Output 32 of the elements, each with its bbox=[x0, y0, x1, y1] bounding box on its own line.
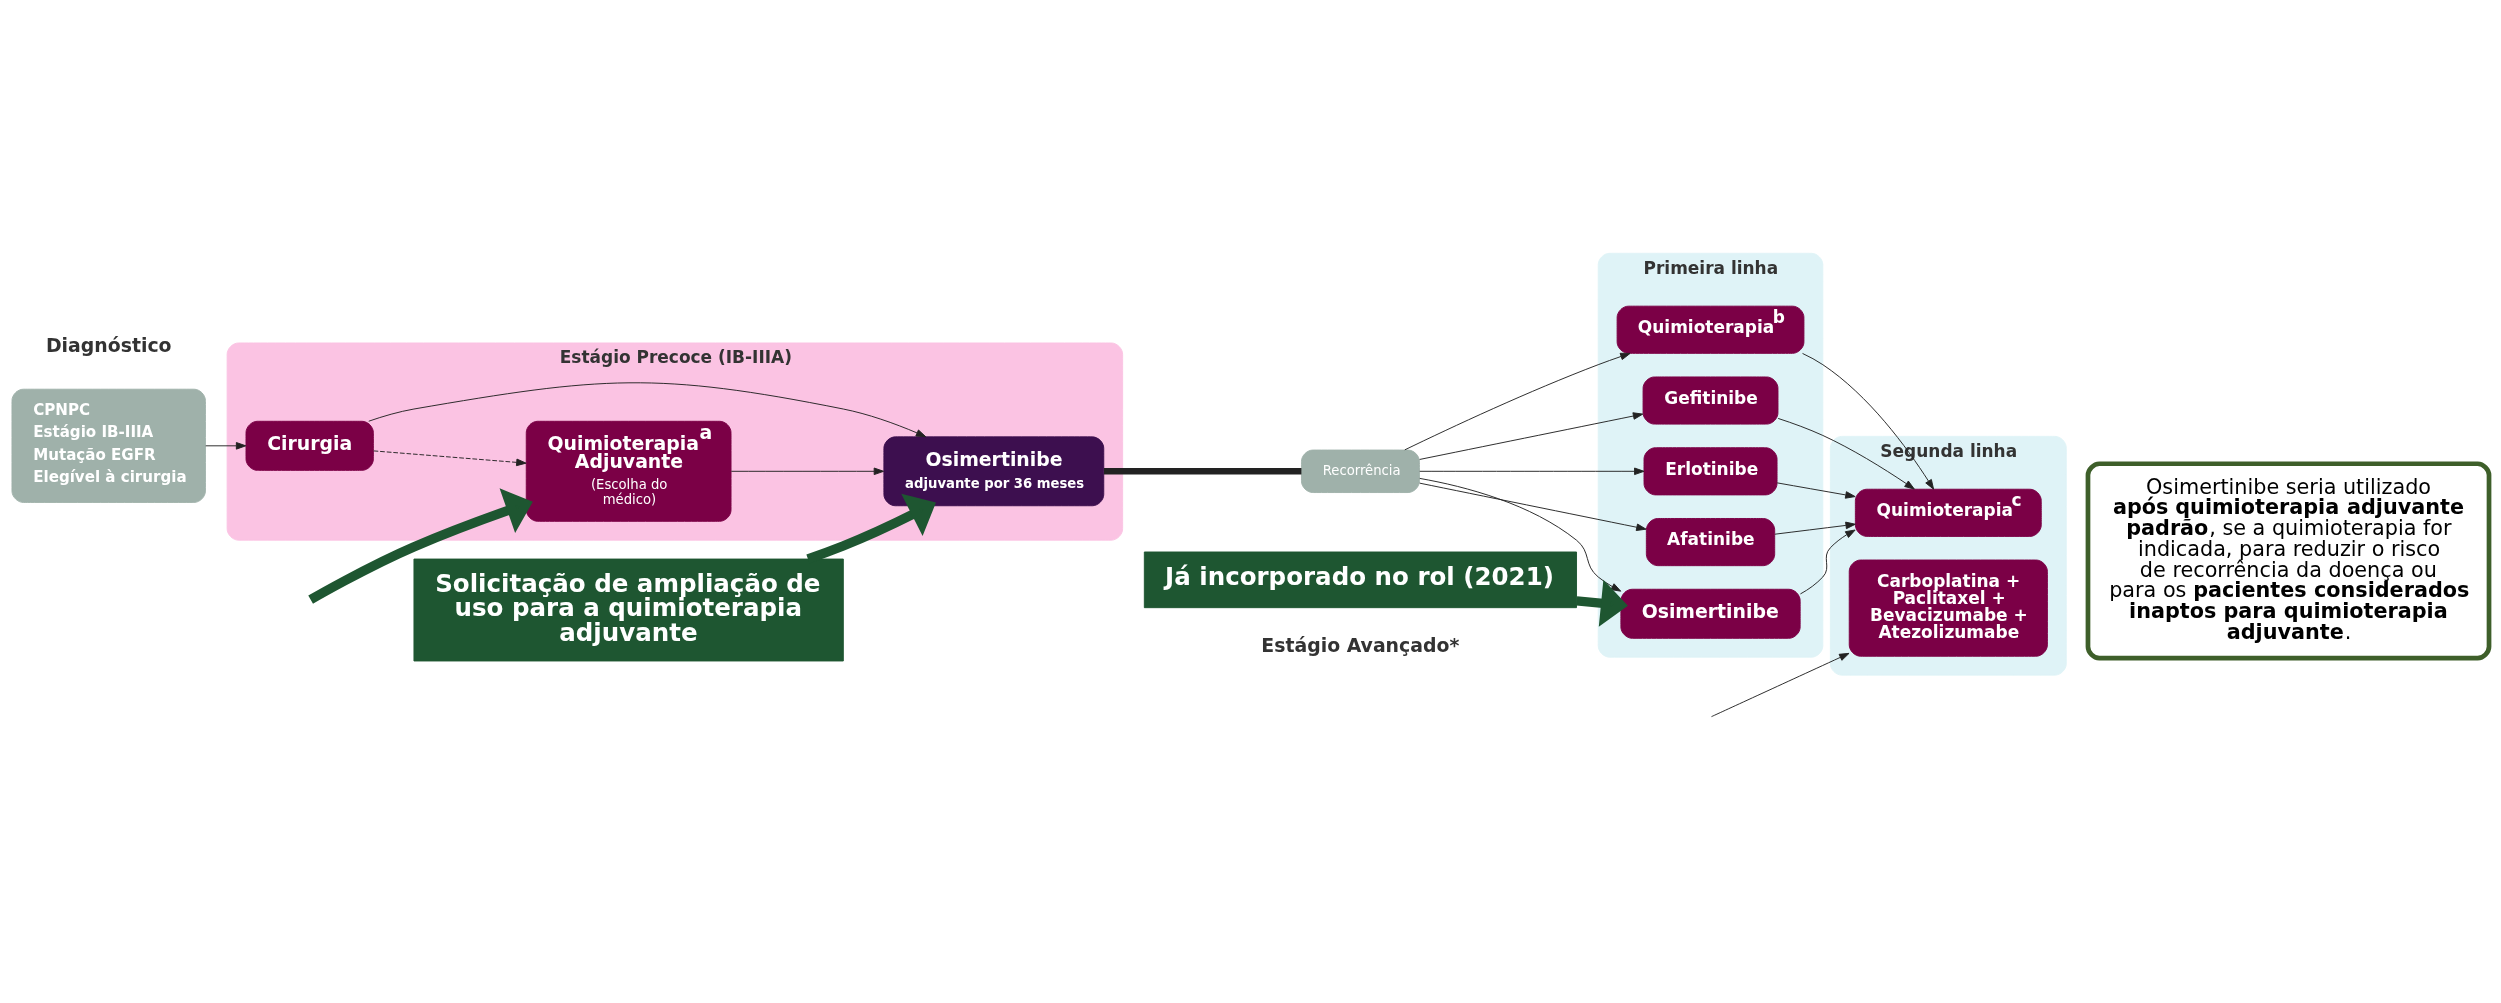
arrow bbox=[1799, 529, 1856, 595]
connector bbox=[1103, 468, 1302, 475]
arrow bbox=[308, 488, 533, 604]
node-box: Recorrência bbox=[1301, 449, 1420, 493]
node-box: Carboplatina + Paclitaxel + Bevacizumabe + Atezolizumabe bbox=[1848, 559, 2048, 657]
node-box: Osimertinibe bbox=[1620, 588, 1801, 639]
arrow bbox=[368, 382, 927, 438]
node-box: Afatinibe bbox=[1645, 518, 1776, 567]
arrow bbox=[1419, 477, 1622, 592]
node-box: Cirurgia bbox=[245, 420, 374, 471]
arrow bbox=[373, 450, 527, 467]
arrow bbox=[1776, 482, 1856, 499]
arrow bbox=[205, 442, 247, 450]
arrow bbox=[1404, 352, 1631, 451]
arrow bbox=[1774, 521, 1856, 535]
node-box: Já incorporado no rol (2021) bbox=[1143, 551, 1577, 609]
node-box: Solicitação de ampliação de uso para a quimioterapia adjuvante bbox=[413, 558, 844, 662]
arrow bbox=[1576, 579, 1628, 627]
node-box: Osimertinibe adjuvante por 36 meses bbox=[883, 436, 1105, 507]
node-box: Gefitinibe bbox=[1642, 376, 1779, 425]
arrow bbox=[1419, 412, 1644, 460]
node-box: CPNPC Estágio IB-IIIA Mutação EGFR Elegível à cirurgia bbox=[11, 388, 206, 503]
arrow bbox=[1419, 482, 1647, 531]
arrow bbox=[1711, 652, 1850, 718]
node-box: Erlotinibe bbox=[1643, 447, 1778, 496]
arrow bbox=[1802, 352, 1935, 490]
label: Diagnóstico bbox=[45, 334, 172, 357]
node-box: Osimertinibe seria utilizado após quimioterapia adjuvante padrão, se a quimioterapia for indicada, para reduzir o risco de recorrência da doença ou para os pacientes considerados inaptos para quimioterapia adjuvante. bbox=[2085, 461, 2492, 661]
arrow bbox=[1419, 467, 1645, 476]
arrow bbox=[1777, 417, 1915, 490]
label: Estágio Avançado* bbox=[1261, 634, 1460, 657]
arrow bbox=[730, 467, 885, 476]
